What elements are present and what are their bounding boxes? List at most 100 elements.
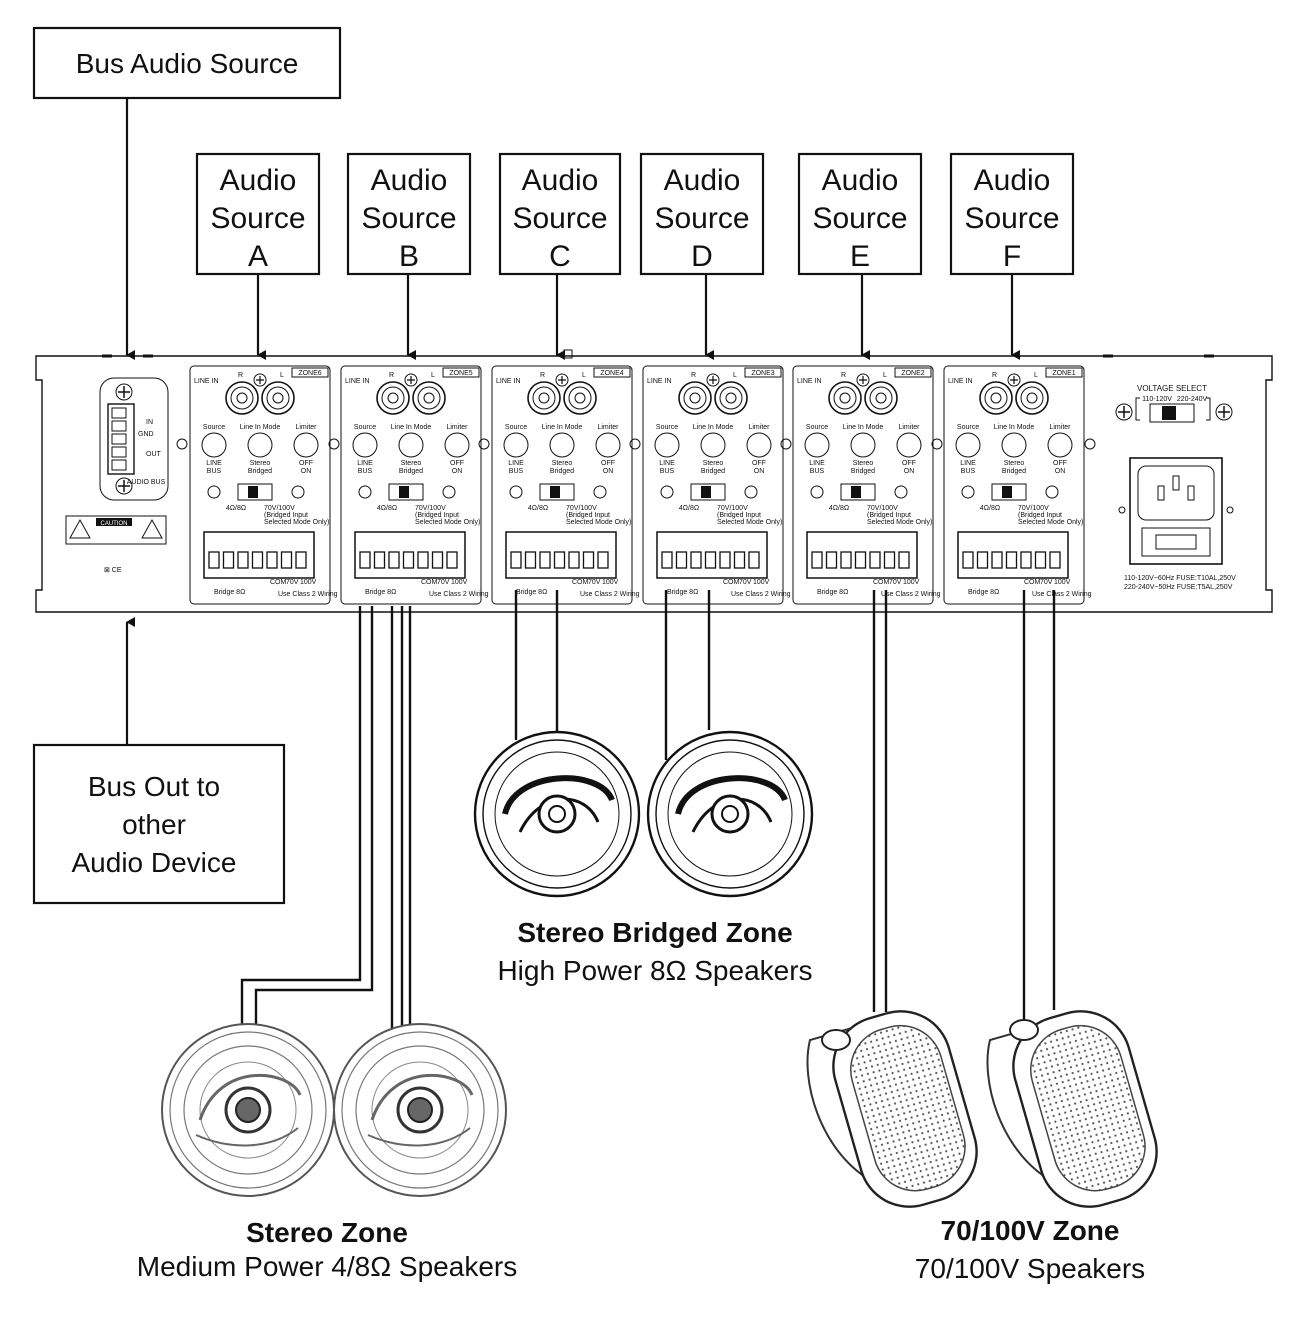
svg-text:Selected Mode Only): Selected Mode Only) bbox=[264, 519, 329, 526]
svg-text:R: R bbox=[992, 372, 997, 379]
svg-text:Bridge 8Ω: Bridge 8Ω bbox=[214, 589, 245, 596]
svg-text:Limiter: Limiter bbox=[295, 424, 317, 431]
svg-text:70V: 70V bbox=[1040, 579, 1053, 586]
svg-text:LINE: LINE bbox=[960, 460, 976, 467]
svg-text:R: R bbox=[238, 372, 243, 379]
svg-text:Bridge 8Ω: Bridge 8Ω bbox=[667, 589, 698, 596]
svg-text:Stereo: Stereo bbox=[250, 460, 271, 467]
svg-text:(Bridged Input: (Bridged Input bbox=[867, 512, 911, 519]
audio-source-f-line-1: Audio bbox=[974, 164, 1051, 197]
svg-text:Use Class 2 Wiring: Use Class 2 Wiring bbox=[580, 591, 640, 598]
amplifier-rear-panel bbox=[35, 349, 1273, 613]
svg-text:OFF: OFF bbox=[450, 460, 464, 467]
svg-text:BUS: BUS bbox=[207, 468, 222, 475]
svg-text:ON: ON bbox=[904, 468, 915, 475]
svg-text:OFF: OFF bbox=[752, 460, 766, 467]
svg-text:(Bridged Input: (Bridged Input bbox=[717, 512, 761, 519]
ceiling-speaker-right bbox=[333, 1023, 507, 1197]
svg-text:R: R bbox=[389, 372, 394, 379]
svg-text:LINE IN: LINE IN bbox=[194, 378, 219, 385]
svg-text:100V: 100V bbox=[1054, 579, 1071, 586]
svg-text:4Ω/8Ω: 4Ω/8Ω bbox=[829, 505, 849, 512]
bus-out-label: OUT bbox=[146, 451, 162, 458]
svg-text:Selected Mode Only): Selected Mode Only) bbox=[867, 519, 932, 526]
audio-sources: AudioSourceAAudioSourceBAudioSourceCAudi… bbox=[195, 152, 1075, 360]
svg-text:Bridge 8Ω: Bridge 8Ω bbox=[817, 589, 848, 596]
svg-text:LINE IN: LINE IN bbox=[948, 378, 973, 385]
svg-text:L: L bbox=[1034, 372, 1038, 379]
speaker-wires bbox=[240, 590, 1056, 1030]
svg-text:L: L bbox=[883, 372, 887, 379]
svg-text:Limiter: Limiter bbox=[898, 424, 920, 431]
svg-text:100V: 100V bbox=[903, 579, 920, 586]
svg-text:70V: 70V bbox=[437, 579, 450, 586]
svg-text:R: R bbox=[691, 372, 696, 379]
svg-text:R: R bbox=[540, 372, 545, 379]
bus-gnd-label: GND bbox=[138, 431, 154, 438]
svg-text:LINE: LINE bbox=[206, 460, 222, 467]
svg-text:Use Class 2 Wiring: Use Class 2 Wiring bbox=[731, 591, 791, 598]
svg-text:COM: COM bbox=[421, 579, 438, 586]
svg-text:L: L bbox=[280, 372, 284, 379]
svg-text:Source: Source bbox=[656, 424, 678, 431]
audio-source-d-line-2: Source bbox=[654, 202, 749, 235]
svg-text:ON: ON bbox=[301, 468, 312, 475]
svg-text:OFF: OFF bbox=[1053, 460, 1067, 467]
zone-name-zone1: ZONE1 bbox=[1052, 370, 1075, 377]
svg-text:(Bridged Input: (Bridged Input bbox=[1018, 512, 1062, 519]
audio-source-e-line-3: E bbox=[850, 240, 870, 273]
svg-text:LINE: LINE bbox=[357, 460, 373, 467]
audio-source-f-line-3: F bbox=[1003, 240, 1021, 273]
svg-text:OFF: OFF bbox=[902, 460, 916, 467]
svg-text:Source: Source bbox=[354, 424, 376, 431]
zone-name-zone2: ZONE2 bbox=[901, 370, 924, 377]
svg-text:220-240V: 220-240V bbox=[1177, 396, 1208, 403]
svg-text:Selected Mode Only): Selected Mode Only) bbox=[566, 519, 631, 526]
svg-text:Selected Mode Only): Selected Mode Only) bbox=[1018, 519, 1083, 526]
svg-text:Line In Mode: Line In Mode bbox=[391, 424, 432, 431]
svg-text:100V: 100V bbox=[753, 579, 770, 586]
bus-out-box: Bus Out to other Audio Device bbox=[32, 743, 286, 905]
zone-name-zone6: ZONE6 bbox=[298, 370, 321, 377]
svg-text:CAUTION: CAUTION bbox=[101, 521, 128, 527]
bus-in-label: IN bbox=[146, 419, 153, 426]
wall-speaker-right bbox=[986, 1010, 1158, 1208]
audio-source-e-line-1: Audio bbox=[822, 164, 899, 197]
audio-bus-label: AUDIO BUS bbox=[127, 479, 166, 486]
svg-text:100V: 100V bbox=[300, 579, 317, 586]
svg-text:Source: Source bbox=[505, 424, 527, 431]
svg-text:70V/100V: 70V/100V bbox=[415, 505, 446, 512]
svg-text:Stereo: Stereo bbox=[401, 460, 422, 467]
svg-text:LINE IN: LINE IN bbox=[496, 378, 521, 385]
bus-out-line-2: other bbox=[122, 809, 186, 840]
bus-out-line-3: Audio Device bbox=[72, 847, 237, 878]
svg-text:Bridge 8Ω: Bridge 8Ω bbox=[365, 589, 396, 596]
svg-text:ON: ON bbox=[452, 468, 463, 475]
svg-text:COM: COM bbox=[1024, 579, 1041, 586]
svg-text:Limiter: Limiter bbox=[1049, 424, 1071, 431]
svg-text:R: R bbox=[841, 372, 846, 379]
audio-source-f-line-2: Source bbox=[964, 202, 1059, 235]
bridged-speaker-right bbox=[646, 730, 814, 898]
svg-text:4Ω/8Ω: 4Ω/8Ω bbox=[528, 505, 548, 512]
audio-source-a-line-2: Source bbox=[210, 202, 305, 235]
svg-text:Bridged: Bridged bbox=[701, 468, 725, 475]
svg-text:Limiter: Limiter bbox=[597, 424, 619, 431]
svg-text:Selected Mode Only): Selected Mode Only) bbox=[717, 519, 782, 526]
svg-text:Source: Source bbox=[957, 424, 979, 431]
panel-screws bbox=[176, 438, 1096, 450]
caution-label: CAUTION ⊠ CE bbox=[65, 515, 167, 574]
svg-text:ON: ON bbox=[603, 468, 614, 475]
svg-text:COM: COM bbox=[270, 579, 287, 586]
svg-text:Bridged: Bridged bbox=[550, 468, 574, 475]
svg-text:Bridge 8Ω: Bridge 8Ω bbox=[968, 589, 999, 596]
svg-text:(Bridged Input: (Bridged Input bbox=[566, 512, 610, 519]
svg-text:70V/100V: 70V/100V bbox=[566, 505, 597, 512]
svg-text:Selected Mode Only): Selected Mode Only) bbox=[415, 519, 480, 526]
